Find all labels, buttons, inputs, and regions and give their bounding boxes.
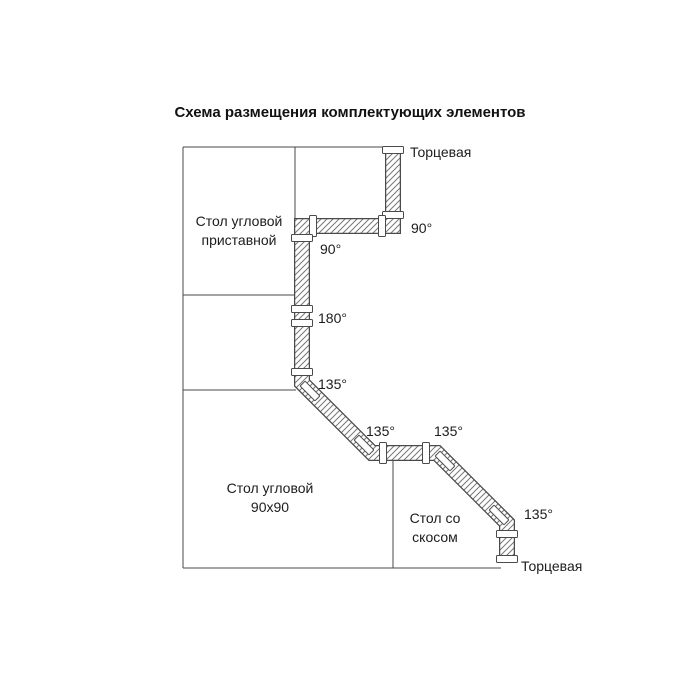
edge-profile-strip (294, 147, 515, 562)
table-label-corner-90: Стол угловой 90х90 (227, 480, 314, 515)
angle-label-first-bend: 135° (318, 376, 347, 392)
end-cap-bottom (496, 555, 518, 563)
end-cap-label-top: Торцевая (410, 144, 471, 160)
table-label-corner-attached: Стол угловой приставной (196, 213, 283, 248)
diagram-title: Схема размещения комплектующих элементов (174, 104, 525, 121)
joint-connector-rect (379, 442, 387, 464)
joint-connector-rect (354, 435, 374, 455)
joint-connector (291, 234, 313, 242)
end-cap-bottom-rect (496, 555, 518, 563)
table-label-beveled-line1: Стол со (410, 510, 461, 526)
angle-label-straight-joint: 180° (318, 310, 347, 326)
joint-connector (435, 451, 455, 471)
joint-connector-rect (291, 305, 313, 313)
joint-connector (489, 505, 509, 525)
joint-connector (291, 305, 313, 313)
table-label-beveled: Стол со скосом (410, 510, 461, 545)
joint-connector-rect (300, 381, 320, 401)
angle-label-third-bend: 135° (434, 423, 463, 439)
joint-connector (379, 442, 387, 464)
joint-connector (354, 435, 374, 455)
joint-connector-rect (291, 319, 313, 327)
table-label-corner-attached-line1: Стол угловой (196, 213, 283, 229)
joint-connector-rect (422, 442, 430, 464)
joint-connector-rect (496, 530, 518, 538)
joint-connector (496, 530, 518, 538)
joint-connector-rect (378, 215, 386, 237)
joint-connector-rect (291, 234, 313, 242)
joint-connector-rect (291, 368, 313, 376)
joint-connector-rect (309, 215, 317, 237)
end-cap-label-bottom: Торцевая (521, 558, 582, 574)
table-outlines (182, 146, 501, 569)
joint-connector (422, 442, 430, 464)
joint-connector (309, 215, 317, 237)
table-label-beveled-line2: скосом (412, 529, 458, 545)
joint-connector-rect (489, 505, 509, 525)
joint-connector (291, 319, 313, 327)
end-cap-top-rect (382, 146, 404, 154)
table-label-corner-90-line1: Стол угловой (227, 480, 314, 496)
angle-label-fourth-bend: 135° (524, 506, 553, 522)
angle-label-top-inner-corner: 90° (320, 241, 341, 257)
joint-connector (291, 368, 313, 376)
angle-label-second-bend: 135° (366, 423, 395, 439)
angle-label-top-right-corner: 90° (411, 220, 432, 236)
joint-connector (378, 215, 386, 237)
end-cap-top (382, 146, 404, 154)
table-label-corner-90-line2: 90х90 (251, 499, 289, 515)
edge-profile-hatch (295, 147, 514, 562)
table-label-corner-attached-line2: приставной (201, 232, 276, 248)
joint-connector-rect (435, 451, 455, 471)
joint-connector (300, 381, 320, 401)
joint-connectors (291, 146, 518, 563)
